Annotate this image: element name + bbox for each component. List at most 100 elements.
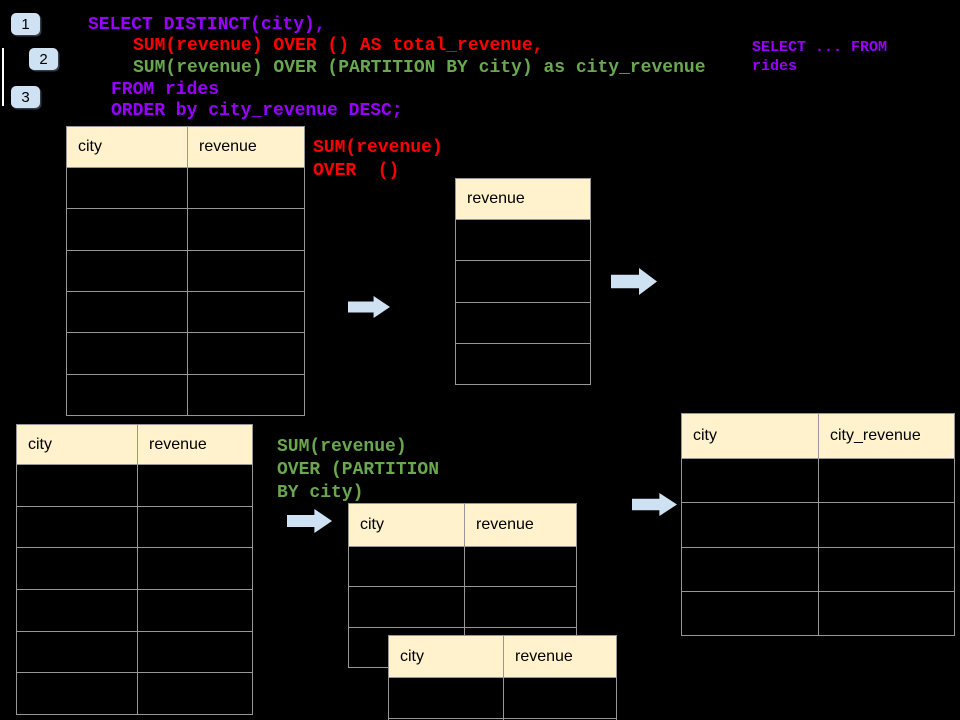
table-cell [67,251,187,291]
sql-line-select: SELECT DISTINCT(city), [88,15,326,35]
side-note-line2: rides [752,58,798,75]
table-cell [503,678,616,718]
annotation-total-window: SUM(revenue) OVER () [313,137,443,183]
source-table-top: city revenue [66,126,305,416]
sql-line-from: FROM rides [111,80,220,100]
table-cell [137,506,252,548]
table-header-row: city revenue [389,636,616,677]
table-row [456,260,590,301]
table-cell [456,220,590,260]
column-header: city [360,516,384,533]
table-header-row: city city_revenue [682,414,954,458]
table-cell [682,548,818,591]
table-header-row: revenue [456,179,590,219]
column-header: revenue [187,127,304,167]
column-header: revenue [503,636,616,677]
table-cell [67,292,187,332]
table-header-row: city revenue [349,504,576,546]
table-cell [187,291,304,333]
table-row [17,464,252,506]
column-header: city [400,647,424,665]
source-table-bottom: city revenue [16,424,253,715]
annotation-total-line2: OVER () [313,161,400,181]
table-row [349,546,576,587]
partition-result-table: city revenue [348,503,577,668]
table-cell [137,673,252,715]
table-cell [818,503,954,547]
table-row [682,458,954,503]
table-cell [389,678,503,718]
table-cell [349,547,464,586]
table-cell [137,590,252,631]
table-cell [17,507,137,548]
table-row [17,589,252,631]
table-cell [818,459,954,503]
table-row [17,505,252,548]
column-header: revenue [467,190,525,207]
table-row [67,167,304,209]
column-header: city [693,427,717,444]
column-header: city [78,138,102,155]
flow-arrow-icon-4 [287,509,332,533]
step-badge-1: 1 [11,13,40,35]
column-header: revenue [137,425,252,464]
table-cell [456,344,590,384]
table-cell [67,209,187,249]
table-cell [17,632,137,673]
table-cell [456,303,590,343]
step-badge-3: 3 [11,86,40,108]
table-cell [456,261,590,301]
table-row [67,249,304,291]
annotation-partition-line1: SUM(revenue) [277,437,407,457]
table-cell [137,465,252,506]
table-cell [187,209,304,250]
table-header-row: city revenue [17,425,252,464]
table-cell [818,591,954,635]
table-row [67,208,304,250]
table-cell [137,631,252,673]
table-cell [17,673,137,714]
step-badge-2: 2 [29,48,58,70]
table-row [389,677,616,718]
table-cell [67,333,187,373]
table-cell [464,547,576,587]
table-cell [137,548,252,590]
total-revenue-table: revenue [455,178,591,385]
table-row [682,502,954,547]
table-row [17,547,252,590]
table-row [17,630,252,673]
sql-line-sum-partition: SUM(revenue) OVER (PARTITION BY city) as… [133,58,706,78]
table-row [67,290,304,333]
partition-result-table-overlay: city revenue [388,635,617,720]
column-header: city_revenue [818,414,954,458]
table-cell [464,587,576,627]
edge-artifact-line [2,48,4,106]
table-cell [17,590,137,631]
table-cell [818,547,954,591]
table-cell [682,592,818,635]
flow-arrow-icon-3 [632,493,677,516]
column-header: city [28,435,52,453]
sql-line-order: ORDER by city_revenue DESC; [111,101,403,121]
table-cell [682,459,818,502]
annotation-total-line1: SUM(revenue) [313,138,443,158]
table-row [456,219,590,260]
table-cell [349,587,464,626]
table-cell [187,168,304,209]
table-cell [682,503,818,546]
city-revenue-table: city city_revenue [681,413,955,636]
table-row [682,546,954,591]
table-row [349,586,576,627]
table-row [17,672,252,715]
column-header: revenue [464,504,576,546]
table-cell [17,548,137,589]
flow-arrow-icon-1 [348,296,390,318]
side-note-line1: SELECT ... FROM [752,39,888,56]
table-cell [67,375,187,415]
annotation-partition-line2: OVER (PARTITION [277,460,440,480]
table-row [456,301,590,343]
table-cell [67,168,187,208]
table-cell [187,250,304,291]
flow-arrow-icon-2 [611,268,657,295]
